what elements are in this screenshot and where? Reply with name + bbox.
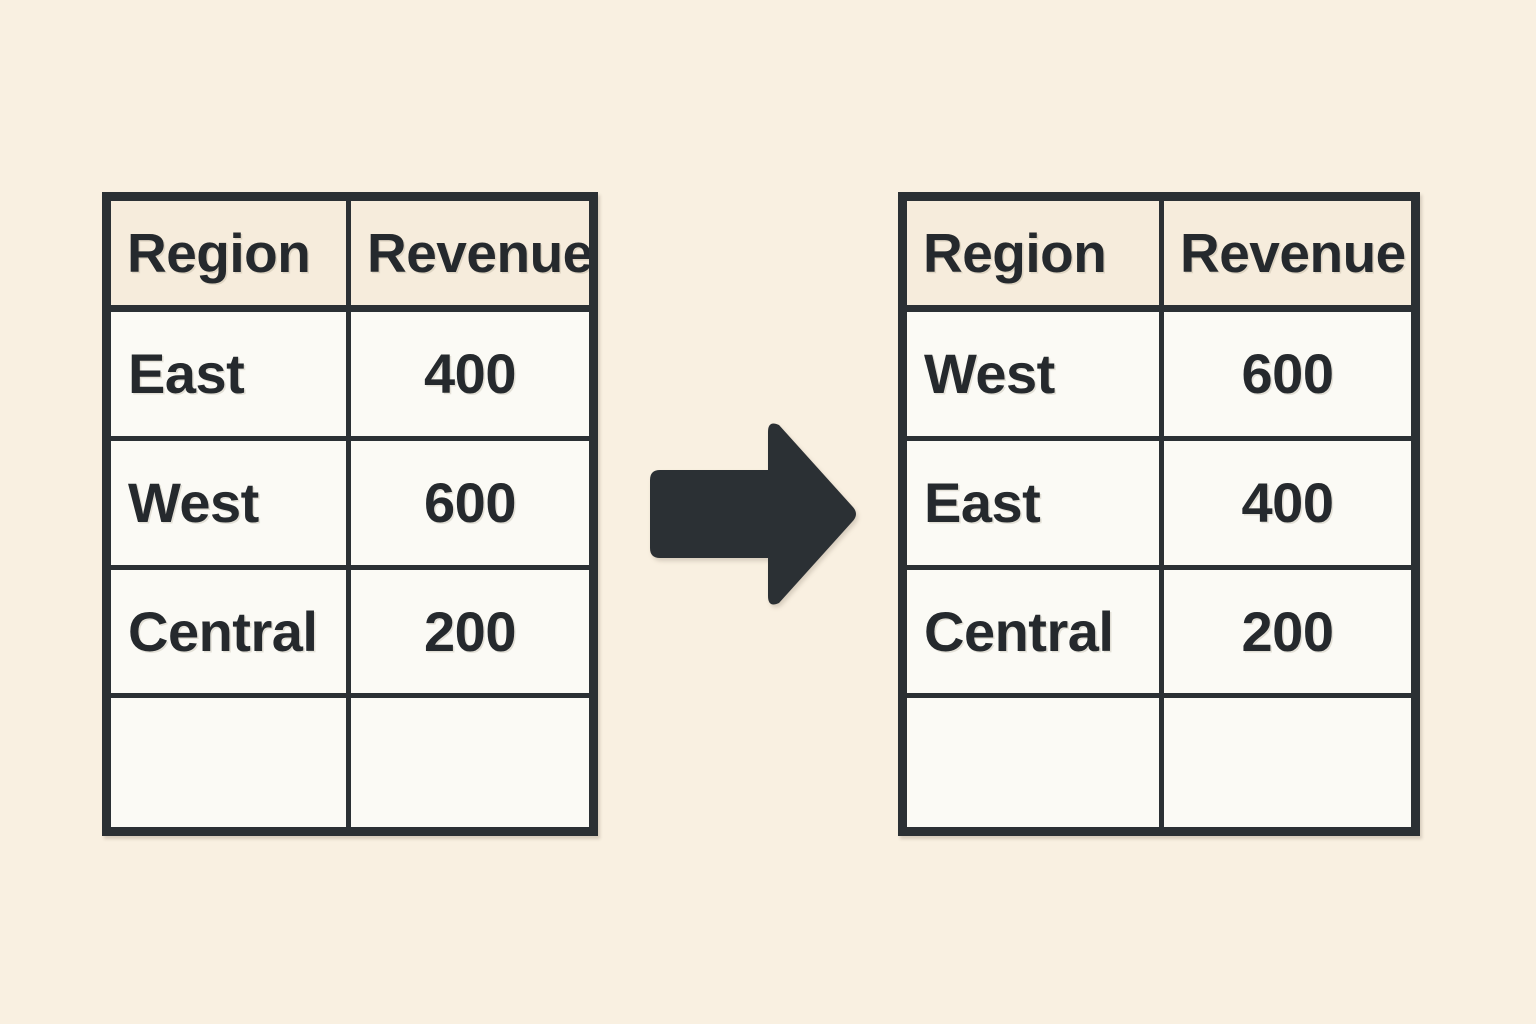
source-table: Region Revenue East 400 West 600 Ce [102,192,598,836]
cell-revenue[interactable]: 400 [1164,440,1411,570]
table-header-row: Region Revenue [907,201,1411,312]
table-row[interactable]: East 400 [111,312,589,441]
header-cell-revenue: Revenue [1164,201,1411,312]
table-row-empty[interactable] [907,698,1411,827]
cell-region-value: East [924,471,1041,535]
cell-region[interactable]: East [907,440,1164,570]
cell-region-value: East [128,342,245,406]
cell-region[interactable]: West [907,312,1164,441]
header-label-revenue: Revenue [1180,222,1406,284]
cell-revenue-value: 600 [424,471,516,535]
cell-region[interactable]: East [111,312,351,441]
cell-region[interactable] [907,698,1164,827]
header-label-region: Region [923,222,1107,284]
cell-revenue[interactable] [1164,698,1411,827]
table-header-row: Region Revenue [111,201,589,312]
cell-revenue[interactable]: 400 [351,312,589,441]
cell-revenue[interactable]: 600 [351,440,589,570]
cell-region[interactable] [111,698,351,827]
header-label-region: Region [127,222,311,284]
table-row-empty[interactable] [111,698,589,827]
cell-revenue[interactable]: 200 [1164,569,1411,699]
cell-revenue-value: 200 [1241,599,1334,663]
header-cell-region: Region [111,201,351,312]
cell-revenue-value: 200 [424,599,516,663]
cell-revenue-value: 400 [424,342,516,406]
cell-revenue-value: 400 [1241,471,1334,535]
cell-region[interactable]: West [111,440,351,570]
header-cell-region: Region [907,201,1164,312]
cell-region-value: West [924,342,1055,406]
table-row[interactable]: West 600 [111,440,589,570]
header-cell-revenue: Revenue [351,201,589,312]
cell-region[interactable]: Central [907,569,1164,699]
cell-revenue[interactable]: 600 [1164,312,1411,441]
result-table: Region Revenue West 600 East 400 Ce [898,192,1420,836]
table-row[interactable]: East 400 [907,440,1411,570]
right-arrow-icon [640,418,862,610]
cell-region[interactable]: Central [111,569,351,699]
cell-region-value: Central [924,599,1114,663]
table-row[interactable]: West 600 [907,312,1411,441]
table-row[interactable]: Central 200 [907,569,1411,699]
table-row[interactable]: Central 200 [111,569,589,699]
cell-region-value: Central [128,599,318,663]
cell-revenue[interactable]: 200 [351,569,589,699]
header-label-revenue: Revenue [367,222,589,284]
cell-revenue[interactable] [351,698,589,827]
cell-revenue-value: 600 [1241,342,1334,406]
cell-region-value: West [128,471,259,535]
